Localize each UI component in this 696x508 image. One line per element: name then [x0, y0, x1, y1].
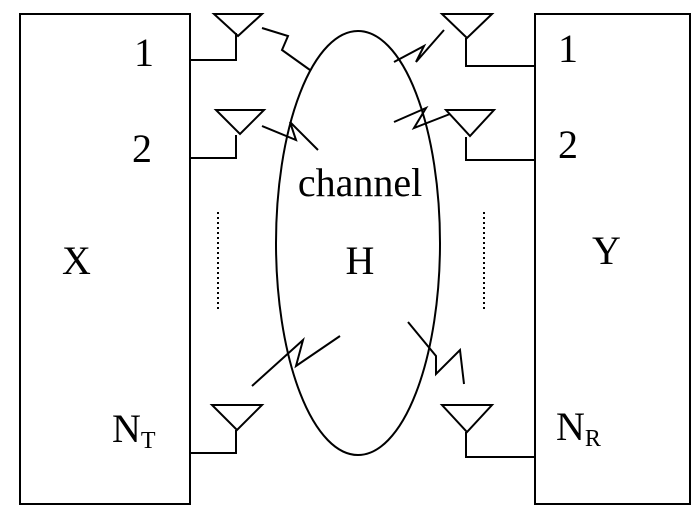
rx-antenna-1 — [439, 13, 535, 67]
tx-antenna-2 — [190, 109, 267, 159]
tx-antenna-1 — [190, 13, 265, 61]
tx-antenna-nt-label: NT — [112, 406, 156, 454]
rx-antenna-2-label: 2 — [558, 122, 578, 167]
rx-antenna-1-label: 1 — [558, 26, 578, 71]
tx-link-1-signal-icon — [261, 27, 311, 71]
tx-block-label: X — [62, 238, 91, 283]
rx-antenna-nr-label: NR — [556, 404, 601, 452]
tx-link-2-signal-icon — [261, 121, 319, 151]
rx-link-nr-signal-icon — [407, 321, 465, 385]
channel-label: channel — [298, 160, 422, 205]
rx-link-2-signal-icon — [393, 105, 451, 130]
transmitter-block — [19, 13, 191, 505]
rx-block-label: Y — [592, 228, 621, 273]
tx-antenna-2-label: 2 — [132, 126, 152, 171]
receiver-block — [534, 13, 691, 505]
rx-link-1-signal-icon — [393, 29, 445, 63]
channel-matrix-label: H — [346, 238, 375, 283]
rx-antenna-nr — [439, 404, 535, 458]
tx-link-nt-signal-icon — [251, 335, 341, 387]
tx-antenna-1-label: 1 — [134, 30, 154, 75]
channel-ellipse — [275, 30, 441, 456]
tx-antenna-nt — [190, 404, 265, 454]
rx-antenna-2 — [443, 109, 535, 161]
